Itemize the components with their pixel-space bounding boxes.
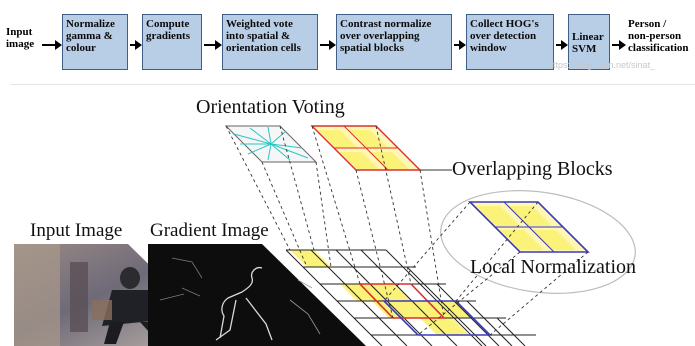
gradient-image <box>148 244 366 346</box>
stage-contrast-normalize: Contrast normalize over overlapping spat… <box>336 14 452 70</box>
gradient-image-title: Gradient Image <box>150 220 269 241</box>
stage-collect-hog: Collect HOG's over detection window <box>466 14 554 70</box>
stage-collect-hog-label: Collect HOG's over detection window <box>470 18 539 54</box>
input-image-title: Input Image <box>30 220 123 241</box>
arrow-2 <box>130 40 142 50</box>
block-of-cells <box>310 125 422 171</box>
watermark-text: https://blog.csdn.net/sinat_ <box>548 60 656 70</box>
arrow-5 <box>454 40 466 50</box>
stage-normalize-gamma-label: Normalize gamma & colour <box>66 18 115 54</box>
classification-output-label: Person / non-person classification <box>628 18 689 54</box>
stage-weighted-vote: Weighted vote into spatial & orientation… <box>222 14 318 70</box>
separator-line <box>10 84 695 85</box>
arrow-4 <box>320 40 336 50</box>
projection-lines <box>225 125 589 336</box>
arrow-6 <box>556 40 568 50</box>
arrow-7 <box>612 40 626 50</box>
stage-contrast-normalize-label: Contrast normalize over overlapping spat… <box>340 18 432 54</box>
arrow-1 <box>42 40 62 50</box>
overlapping-blocks-label: Overlapping Blocks <box>452 158 613 180</box>
arrow-3 <box>204 40 222 50</box>
local-normalization-label: Local Normalization <box>470 256 637 278</box>
stage-compute-gradients: Compute gradients <box>142 14 202 70</box>
orientation-bins <box>233 126 309 161</box>
cell-grid <box>285 249 536 346</box>
orientation-voting-cell <box>224 125 318 163</box>
input-image-label: Input image <box>6 26 35 50</box>
stage-compute-gradients-label: Compute gradients <box>146 18 190 42</box>
orientation-voting-label: Orientation Voting <box>196 96 345 118</box>
stage-weighted-vote-label: Weighted vote into spatial & orientation… <box>226 18 301 54</box>
hog-pipeline: Input image Normalize gamma & colour Com… <box>0 0 695 86</box>
grid-highlight-cells <box>290 250 473 335</box>
local-normalization-region <box>440 190 636 294</box>
grid-lines <box>285 249 536 346</box>
stage-linear-svm-label: Linear SVM <box>572 31 604 55</box>
stage-normalize-gamma: Normalize gamma & colour <box>62 14 128 70</box>
stage-linear-svm: Linear SVM <box>568 14 610 70</box>
